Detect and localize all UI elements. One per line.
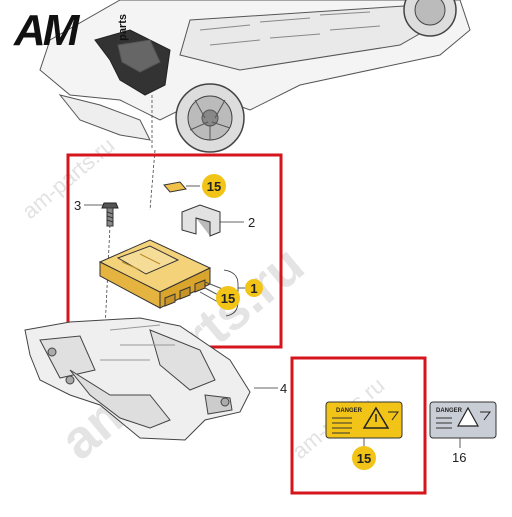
bracket-part xyxy=(181,204,221,237)
danger-label-title: DANGER xyxy=(336,408,363,414)
danger-label-part: DANGER xyxy=(325,401,403,439)
screw-part xyxy=(101,202,119,227)
subframe-part xyxy=(24,317,251,441)
callout-4[interactable]: 4 xyxy=(280,381,287,396)
logo-subtext: parts xyxy=(117,14,129,41)
callout-16[interactable]: 16 xyxy=(452,450,466,465)
pad-part xyxy=(163,181,187,193)
logo-mark: AM xyxy=(14,6,79,55)
svg-text:1: 1 xyxy=(250,281,257,296)
callout-15b[interactable]: 15 xyxy=(216,286,240,310)
callout-3[interactable]: 3 xyxy=(74,198,81,213)
warning-label-title: DANGER xyxy=(436,408,463,414)
warning-label-part: DANGER xyxy=(429,401,497,439)
brand-logo: AM parts xyxy=(14,8,164,54)
callout-1[interactable]: 1 xyxy=(245,279,263,297)
svg-text:15: 15 xyxy=(207,179,221,194)
control-module-part xyxy=(98,239,226,309)
highlight-box-labels xyxy=(290,356,427,495)
svg-text:15: 15 xyxy=(221,291,235,306)
vehicle-underbody xyxy=(39,0,471,153)
callout-15c[interactable]: 15 xyxy=(352,446,376,470)
svg-text:15: 15 xyxy=(357,451,371,466)
callout-2[interactable]: 2 xyxy=(248,215,255,230)
callout-15a[interactable]: 15 xyxy=(202,174,226,198)
